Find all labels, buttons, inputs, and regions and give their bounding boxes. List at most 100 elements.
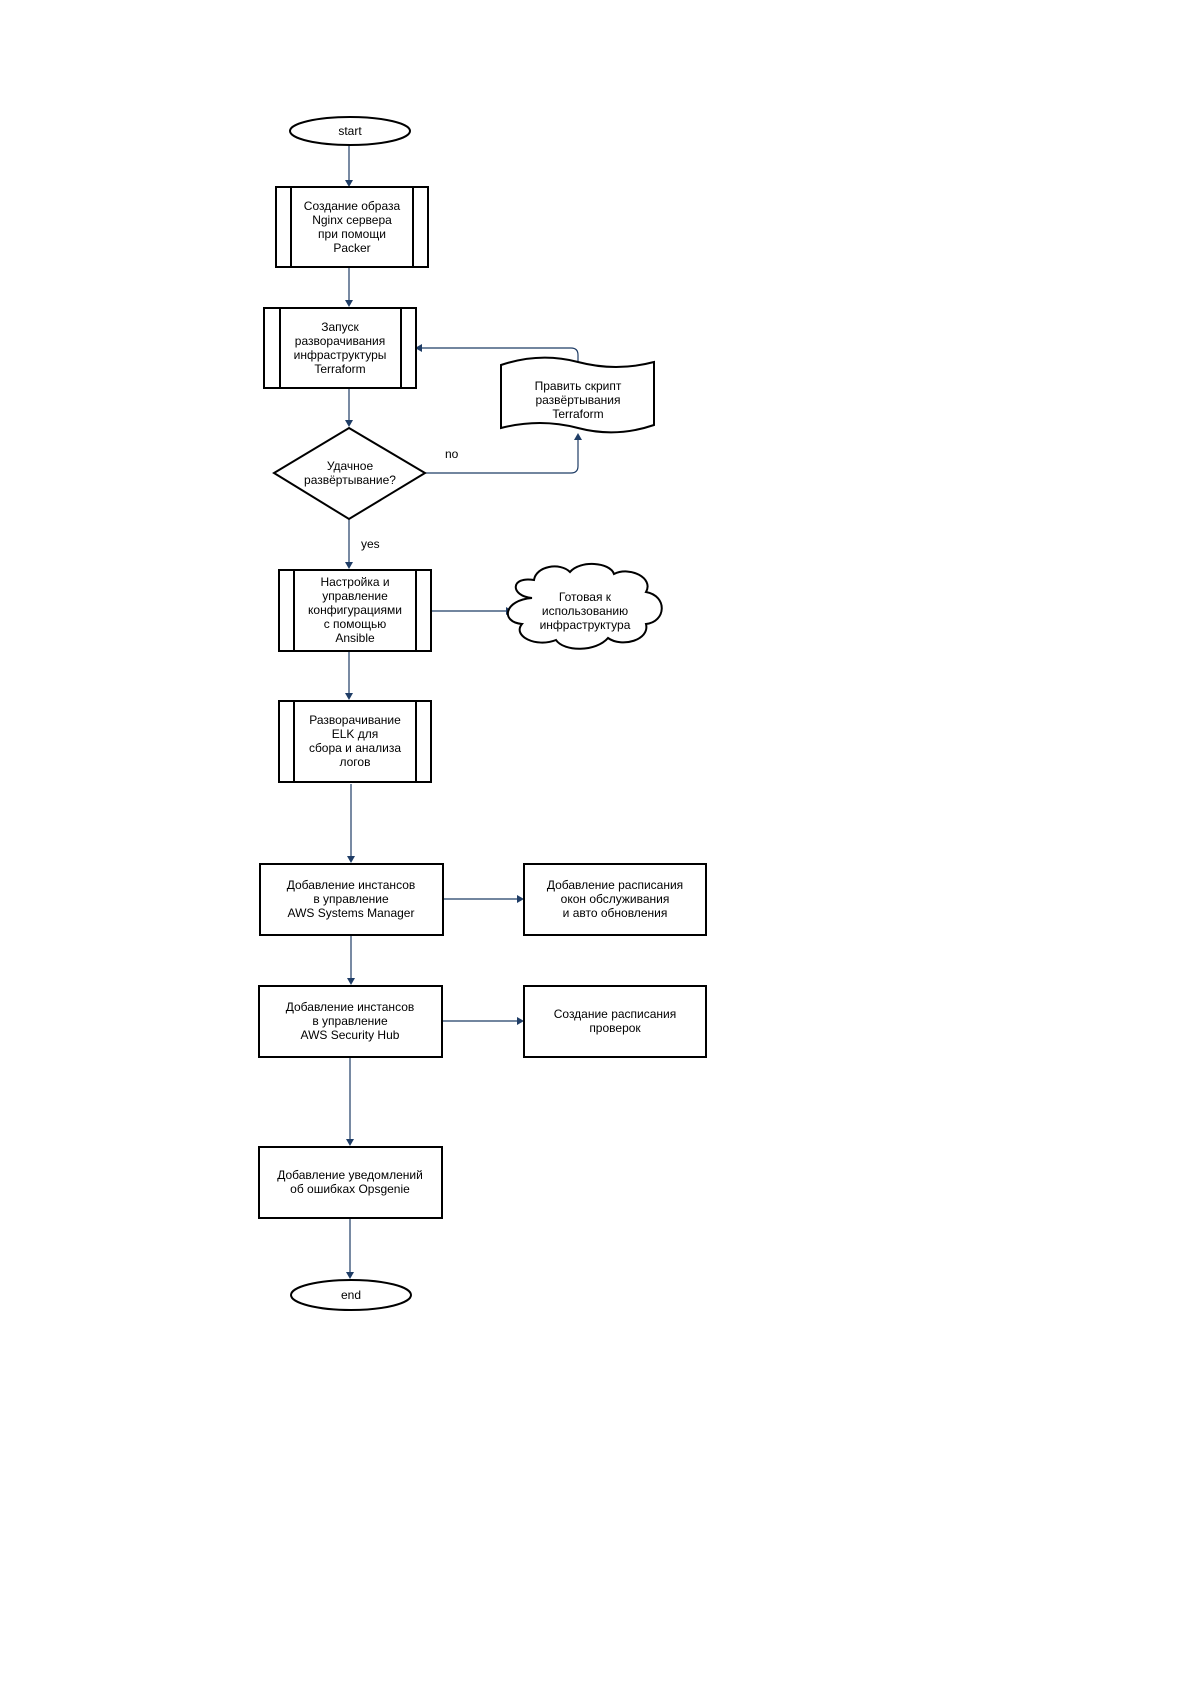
arrowhead-icon — [345, 180, 353, 187]
node-end: end — [290, 1279, 412, 1311]
node-label-line: Добавление уведомлений — [277, 1168, 423, 1182]
node-label-line: Terraform — [314, 362, 365, 376]
node-label-line: инфраструктура — [540, 618, 631, 632]
node-label-line: Создание образа — [304, 199, 401, 213]
node-end-text: end — [341, 1288, 361, 1302]
arrowhead-icon — [517, 1017, 524, 1025]
subprocess-shape — [275, 186, 429, 268]
node-label-line: Разворачивание — [309, 713, 401, 727]
node-label-line: Nginx сервера — [312, 213, 392, 227]
node-label-line: AWS Systems Manager — [288, 906, 415, 920]
terminator-shape — [290, 1279, 412, 1311]
edge-decision-fix-no — [425, 440, 579, 474]
subprocess-shape — [278, 569, 432, 652]
node-label-line: Готовая к — [559, 590, 612, 604]
edge-label-no: no — [445, 447, 459, 461]
node-label-line: Удачное — [327, 459, 374, 473]
arrowhead-icon — [346, 1272, 354, 1279]
node-label-line: ELK для — [332, 727, 379, 741]
node-label-line: с помощью — [324, 617, 387, 631]
arrowhead-icon — [345, 300, 353, 307]
node-label-line: Править скрипт — [535, 379, 622, 393]
edge-fix-terraform — [422, 347, 579, 362]
node-label-line: развёртывание? — [304, 473, 396, 487]
node-label-line: при помощи — [318, 227, 386, 241]
subprocess-shape — [278, 700, 432, 783]
node-label-line: Ansible — [335, 631, 375, 645]
node-label-line: разворачивания — [295, 334, 385, 348]
node-label-line: об ошибках Opsgenie — [290, 1182, 410, 1196]
process-shape — [523, 863, 707, 936]
arrowhead-icon — [347, 978, 355, 985]
terminator-shape — [289, 116, 411, 146]
arrowhead-icon — [517, 895, 524, 903]
node-label-line: Terraform — [552, 407, 603, 421]
node-label-line: start — [338, 124, 362, 138]
arrowhead-icon — [345, 420, 353, 427]
subprocess-shape — [263, 307, 417, 389]
node-label-line: сбора и анализа — [309, 741, 401, 755]
node-label-line: Добавление расписания — [547, 878, 683, 892]
node-label-line: инфраструктуры — [294, 348, 387, 362]
node-label-line: логов — [340, 755, 371, 769]
document-shape — [500, 356, 655, 434]
node-label-line: Создание расписания — [554, 1007, 677, 1021]
arrowhead-icon — [574, 433, 582, 440]
node-label-line: конфигурациями — [308, 603, 402, 617]
node-label-line: в управление — [313, 892, 389, 906]
process-shape — [258, 985, 443, 1058]
arrowhead-icon — [347, 856, 355, 863]
node-label-line: Запуск — [321, 320, 359, 334]
node-label-line: Настройка и — [320, 575, 389, 589]
decision-shape — [272, 426, 427, 521]
arrowhead-icon — [345, 693, 353, 700]
node-label-line: проверок — [589, 1021, 641, 1035]
node-label-line: Добавление инстансов — [287, 878, 416, 892]
node-label-line: использованию — [542, 604, 628, 618]
node-label-line: развёртывания — [535, 393, 620, 407]
cloud-shape — [506, 563, 663, 650]
node-label-line: AWS Security Hub — [301, 1028, 400, 1042]
arrowhead-icon — [346, 1139, 354, 1146]
process-shape — [258, 1146, 443, 1219]
arrowhead-icon — [415, 344, 422, 352]
node-label-line: Packer — [333, 241, 370, 255]
node-label-line: окон обслуживания — [561, 892, 670, 906]
node-label-line: end — [341, 1288, 361, 1302]
node-label-line: в управление — [312, 1014, 388, 1028]
node-label-line: и авто обновления — [563, 906, 668, 920]
node-start-text: start — [338, 124, 362, 138]
edge-label-yes: yes — [361, 537, 380, 551]
node-label-line: управление — [322, 589, 388, 603]
arrowhead-icon — [345, 562, 353, 569]
node-label-line: Добавление инстансов — [286, 1000, 415, 1014]
process-shape — [523, 985, 707, 1058]
process-shape — [259, 863, 444, 936]
node-start: start — [289, 116, 411, 146]
